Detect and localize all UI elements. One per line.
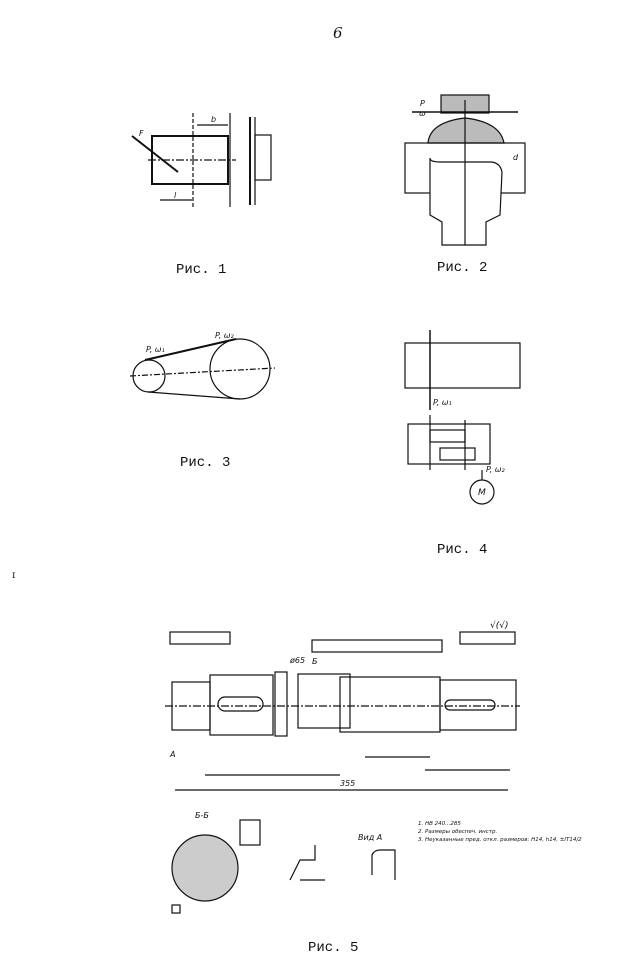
fig5-label-roughness: √(√) [490, 620, 509, 631]
fig4-label-motor: M [478, 488, 486, 498]
fig5-label-b: Б [312, 657, 318, 666]
figure-2-caption: Рис. 2 [437, 260, 488, 276]
figure-1-drawing: F l b [131, 113, 272, 207]
fig5-label-section: Б-Б [195, 811, 209, 820]
fig4-label-p2: P, ω₂ [486, 465, 506, 474]
fig5-label-length: 355 [340, 779, 355, 788]
fig2-label-omega: ω [419, 109, 426, 118]
fig5-note-2: 2. Размеры обеспеч. инстр. [418, 829, 498, 835]
figure-3-drawing: P, ω₁ P, ω₂ [129, 331, 276, 400]
fig5-note-3: 3. Неуказанные пред. откл. размеров: H14… [418, 837, 582, 843]
figure-5-drawing: ø65 Б-Б Вид А 355 А Б √(√) 1. HB 240...2… [165, 620, 582, 914]
fig2-label-p: P [420, 99, 425, 108]
fig5-label-view: Вид А [358, 833, 382, 842]
figure-3-caption: Рис. 3 [180, 455, 231, 471]
fig5-label-d65: ø65 [289, 656, 305, 665]
fig4-label-p1: P, ω₁ [433, 398, 452, 407]
figure-2-drawing: P ω d [404, 94, 526, 246]
figure-4-drawing: P, ω₁ P, ω₂ M [404, 330, 521, 505]
fig5-note-1: 1. HB 240...285 [418, 821, 461, 827]
fig5-label-a: А [169, 750, 175, 759]
figure-1-caption: Рис. 1 [176, 262, 227, 278]
figure-5-caption: Рис. 5 [308, 940, 359, 956]
fig1-label-f: F [139, 129, 144, 138]
fig3-label-p1: P, ω₁ [146, 345, 165, 354]
fig1-label-l: l [174, 191, 177, 200]
fig1-label-b: b [211, 115, 216, 124]
figure-4-caption: Рис. 4 [437, 542, 488, 558]
stray-mark: ɪ [12, 570, 16, 581]
fig2-label-d: d [513, 153, 519, 162]
page-number: 6 [333, 24, 343, 42]
fig3-label-p2: P, ω₂ [215, 331, 235, 340]
